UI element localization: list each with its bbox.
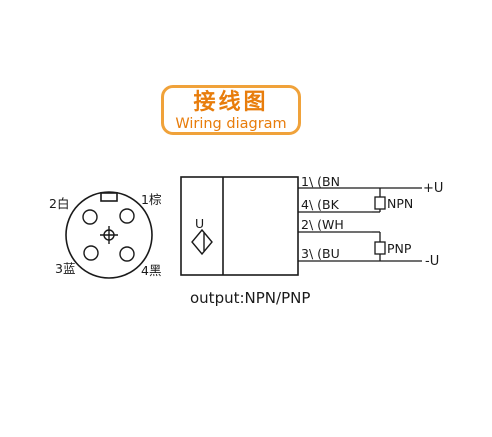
pnp-label: PNP [387, 241, 412, 256]
pin-1-circle [119, 208, 135, 224]
connector-face [65, 191, 153, 279]
wires [298, 187, 422, 262]
title-box: 接线图 Wiring diagram [161, 85, 301, 135]
pin-3-circle [83, 245, 99, 261]
pin-3-label: 3蓝 [55, 261, 75, 276]
sensor-body [180, 176, 299, 276]
supply-plus-label: +U [423, 181, 443, 196]
output-caption: output:NPN/PNP [190, 289, 310, 307]
pnp-load-resistor [374, 241, 386, 255]
title-chinese: 接线图 [193, 90, 269, 115]
npn-load-resistor [374, 196, 386, 210]
wire-1-label: 1\ (BN [301, 174, 340, 189]
supply-minus-label: -U [425, 254, 439, 269]
pin-2-circle [82, 209, 98, 225]
npn-label: NPN [387, 196, 413, 211]
title-english: Wiring diagram [175, 116, 287, 132]
connector-key [100, 192, 118, 202]
pin-4-circle [119, 246, 135, 262]
sensor-symbol-label: U [195, 216, 204, 231]
connector-outline [65, 191, 153, 279]
wire-3-label: 3\ (BU [301, 246, 340, 261]
pin-4-label: 4黑 [141, 263, 161, 278]
center-pin [100, 226, 118, 244]
pin-1-label: 1棕 [141, 192, 161, 207]
wire-2-label: 2\ (WH [301, 217, 344, 232]
wire-4-label: 4\ (BK [301, 197, 340, 212]
pin-2-label: 2白 [49, 196, 69, 211]
sensing-symbol [191, 228, 213, 256]
